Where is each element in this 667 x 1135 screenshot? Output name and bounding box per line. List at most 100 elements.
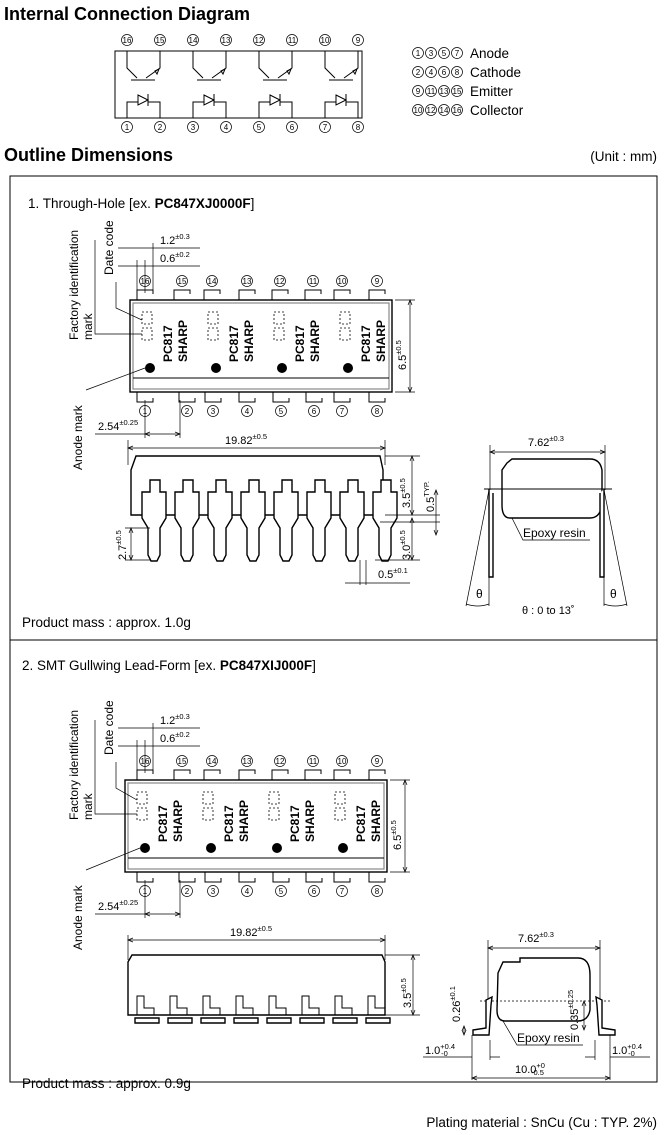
pin-number: 13 bbox=[440, 87, 449, 96]
lead-tab bbox=[238, 392, 256, 403]
pin-number-circle bbox=[206, 755, 218, 767]
pin-number-circle bbox=[371, 885, 383, 897]
lead bbox=[207, 479, 233, 562]
pin-number: 16 bbox=[123, 36, 132, 45]
lead-width-dim: 1.2±0.3 bbox=[160, 712, 190, 727]
diode-triangle bbox=[137, 94, 150, 106]
lead-tab bbox=[333, 769, 351, 780]
pin-number-circle bbox=[241, 885, 253, 897]
pin-number: 12 bbox=[255, 36, 264, 45]
pin-number-circle bbox=[121, 34, 133, 46]
arrowhead bbox=[127, 937, 134, 943]
pin-number-circle bbox=[274, 755, 286, 767]
pin-number: 9 bbox=[356, 36, 361, 45]
dimension-tolerance-minus: -0.5 bbox=[531, 1068, 544, 1077]
pin-number: 2 bbox=[185, 407, 190, 416]
dimension-tolerance: ±0.5 bbox=[253, 432, 268, 441]
pin-number-circle bbox=[319, 34, 331, 46]
unit-label: (Unit : mm) bbox=[590, 149, 657, 164]
pin-number: 8 bbox=[375, 407, 380, 416]
arrowhead bbox=[144, 911, 151, 917]
pin-number-circle bbox=[220, 34, 232, 46]
plating-note: Plating material : SnCu (Cu : TYP. 2%) bbox=[426, 1115, 657, 1130]
lead-width-dim: 1.2±0.3 bbox=[160, 232, 190, 247]
theta-range: θ : 0 to 13˚ bbox=[522, 605, 575, 617]
arrowhead bbox=[379, 445, 386, 451]
lead-tab bbox=[305, 392, 323, 403]
pin-number: 10 bbox=[338, 757, 347, 766]
date-code-label: Date code bbox=[102, 220, 116, 275]
lead-tab bbox=[272, 872, 290, 883]
pin-number: 3 bbox=[211, 407, 216, 416]
drawing-line bbox=[148, 101, 161, 118]
arrowhead bbox=[461, 1029, 467, 1036]
gullwing-lead bbox=[367, 995, 386, 1015]
drawing-line bbox=[214, 101, 227, 118]
factory-id-box bbox=[268, 807, 280, 821]
lead bbox=[174, 479, 200, 562]
factory-id-label: Factory identification bbox=[67, 230, 81, 340]
theta-line bbox=[465, 489, 628, 607]
date-code-box bbox=[334, 791, 346, 805]
leader-line bbox=[115, 762, 138, 801]
arrowhead bbox=[409, 517, 415, 524]
phototransistor-symbol bbox=[126, 51, 161, 81]
row-spacing-dim: 7.62±0.3 bbox=[528, 434, 564, 449]
anode-mark-dot bbox=[277, 363, 287, 373]
pin-number-circle bbox=[176, 275, 188, 287]
led-symbol bbox=[324, 94, 359, 118]
emitter-arrow bbox=[220, 67, 226, 76]
lead-tab bbox=[368, 289, 386, 300]
extension-line bbox=[471, 1035, 611, 1080]
pin-number: 11 bbox=[309, 757, 318, 766]
package-width-dim: 6.5±0.5 bbox=[389, 820, 404, 850]
part-marking: PC817 bbox=[222, 805, 236, 842]
pin-number-circle bbox=[371, 405, 383, 417]
lead bbox=[273, 479, 299, 562]
pin-number: 9 bbox=[375, 757, 380, 766]
factory-id-label-2: mark bbox=[81, 312, 95, 340]
pin-number-circle bbox=[412, 47, 424, 59]
dimension-value: 7.62 bbox=[528, 437, 549, 449]
pin-number: 4 bbox=[429, 68, 434, 77]
lead bbox=[372, 479, 398, 562]
pin-number: 5 bbox=[442, 49, 447, 58]
lead-foot bbox=[233, 1017, 259, 1024]
arrowhead bbox=[581, 1000, 587, 1007]
factory-id-label: Factory identification bbox=[67, 710, 81, 820]
pin-number-circle bbox=[451, 47, 463, 59]
dimension-tolerance-plus: +0.4 bbox=[627, 1042, 642, 1051]
pin-number: 3 bbox=[191, 123, 196, 132]
dimension-tolerance: ±0.5 bbox=[114, 530, 123, 545]
lead-tab bbox=[368, 769, 386, 780]
dimension-tolerance: ±0.2 bbox=[175, 250, 190, 259]
pin-number: 12 bbox=[276, 757, 285, 766]
factory-id-box bbox=[207, 327, 219, 341]
led-symbol bbox=[192, 94, 227, 118]
date-code-box bbox=[202, 791, 214, 805]
leader-line bbox=[94, 240, 142, 335]
factory-id-box bbox=[339, 327, 351, 341]
pin-number: 7 bbox=[340, 887, 345, 896]
pin-number-circle bbox=[181, 405, 193, 417]
dimension-tolerance: TYP. bbox=[422, 481, 431, 497]
length-dim: 19.82±0.5 bbox=[225, 432, 267, 447]
extension-line bbox=[127, 935, 386, 960]
pin-number-circle bbox=[121, 121, 133, 133]
pin-number-circle bbox=[307, 755, 319, 767]
lead-narrow-dim: 0.6±0.2 bbox=[160, 730, 190, 745]
height-dim: 3.5±0.5 bbox=[398, 478, 413, 508]
dimension-value: 3.5 bbox=[401, 493, 413, 508]
pin-number-circle bbox=[308, 885, 320, 897]
date-code-box bbox=[268, 791, 280, 805]
lead-span-dim: 10.0+0-0.5 bbox=[515, 1061, 545, 1077]
factory-id-box bbox=[334, 807, 346, 821]
package-width-dim: 6.5±0.5 bbox=[394, 340, 409, 370]
dimension-tolerance: ±0.5 bbox=[399, 978, 408, 993]
pin-number: 15 bbox=[156, 36, 165, 45]
pin-number-circle bbox=[206, 275, 218, 287]
lead-foot bbox=[167, 1017, 193, 1024]
pin-number-circle bbox=[425, 47, 437, 59]
